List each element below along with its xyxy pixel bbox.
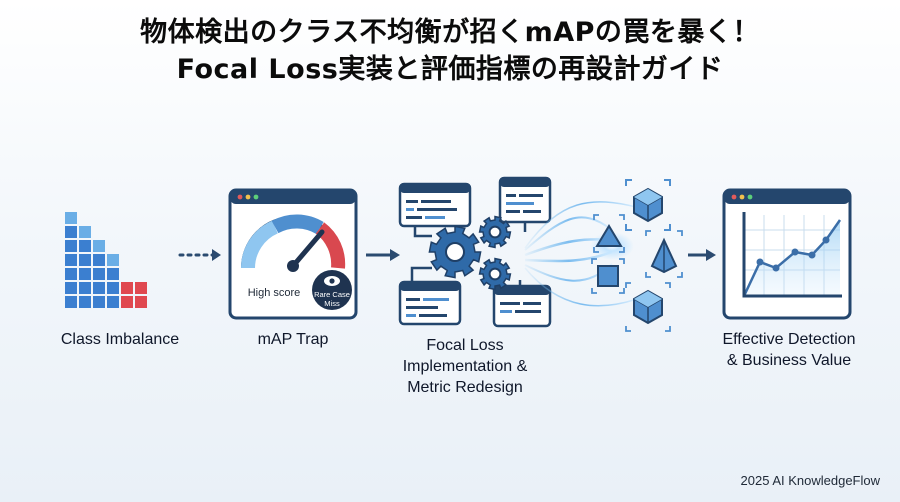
block [93, 296, 105, 308]
rare-case-badge-line2: Miss [324, 299, 340, 308]
block [107, 296, 119, 308]
title-line-1: 物体検出のクラス不均衡が招くmAPの罠を暴く！ [140, 17, 760, 48]
block [93, 282, 105, 294]
step-label-map-trap: mAP Trap [257, 331, 329, 348]
block [65, 282, 77, 294]
block [65, 254, 77, 266]
block [93, 240, 105, 252]
block [107, 282, 119, 294]
block [79, 282, 91, 294]
block [79, 254, 91, 266]
block [135, 282, 147, 294]
arrow-3 [688, 249, 716, 261]
block [93, 268, 105, 280]
gauge-high-score-text: High score [248, 287, 301, 299]
arrow-2 [366, 249, 400, 261]
block [107, 254, 119, 266]
block [135, 296, 147, 308]
growth-chart-window-icon [722, 188, 852, 320]
block [107, 268, 119, 280]
step-label-focal-loss: Focal Loss Implementation & Metric Redes… [402, 337, 528, 396]
step-label-effective-detection: Effective Detection & Business Value [722, 331, 856, 369]
shapes-detection-icon [591, 179, 683, 332]
block [65, 268, 77, 280]
dotted-arrow [178, 249, 221, 261]
gauge-window-icon [228, 188, 358, 320]
block [79, 268, 91, 280]
title-line-2: Focal Loss実装と評価指標の再設計ガイド [176, 54, 724, 85]
block [65, 240, 77, 252]
page-title: 物体検出のクラス不均衡が招くmAPの罠を暴く！ Focal Loss実装と評価指… [0, 14, 900, 88]
block [79, 226, 91, 238]
rare-case-badge-line1: Rare Case [314, 290, 350, 299]
block [65, 226, 77, 238]
gear-top-icon [478, 215, 512, 249]
block [93, 254, 105, 266]
gear-large-icon [428, 225, 482, 279]
block [79, 296, 91, 308]
block [79, 240, 91, 252]
bar-blocks-icon [65, 212, 147, 308]
block [121, 282, 133, 294]
gears-code-icon [398, 176, 552, 328]
gear-bottom-icon [478, 257, 512, 291]
footer-credit: 2025 AI KnowledgeFlow [740, 473, 880, 488]
step-label-class-imbalance: Class Imbalance [60, 331, 180, 348]
block [65, 212, 77, 224]
block [65, 296, 77, 308]
block [121, 296, 133, 308]
